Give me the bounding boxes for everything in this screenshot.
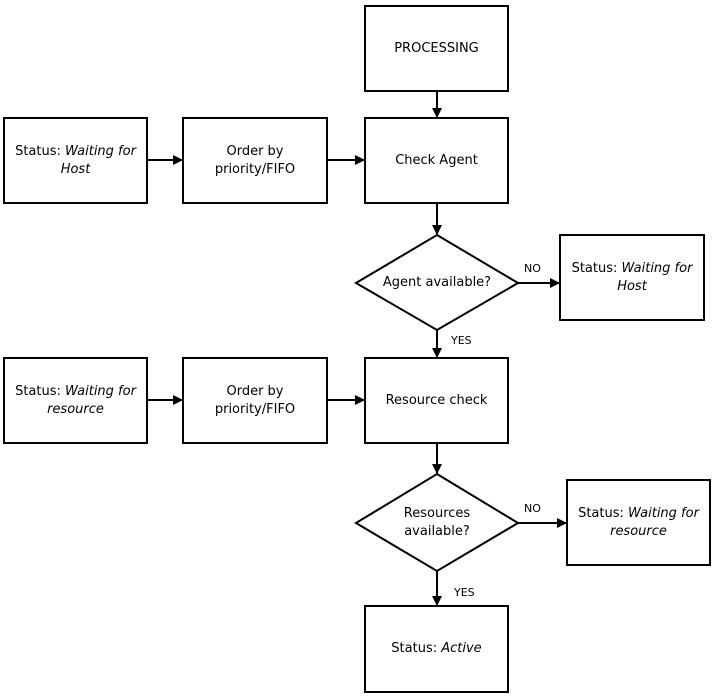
agent-no-label: NO bbox=[524, 262, 541, 275]
agent-available-label: Agent available? bbox=[382, 275, 492, 290]
order-priority-fifo-label-2: Order by priority/FIFO bbox=[214, 383, 296, 417]
status-active-label: Status: Active bbox=[391, 640, 481, 658]
status-prefix: Status: bbox=[15, 383, 65, 399]
order-priority-fifo-label-1: Order by priority/FIFO bbox=[214, 143, 296, 177]
check-agent-box: Check Agent bbox=[364, 117, 509, 204]
status-value: Waiting for resource bbox=[610, 505, 699, 539]
order-priority-fifo-box-1: Order by priority/FIFO bbox=[182, 117, 328, 204]
status-waiting-host-left-box: Status: Waiting for Host bbox=[3, 117, 148, 204]
check-agent-label: Check Agent bbox=[395, 152, 478, 168]
resources-yes-label: YES bbox=[454, 586, 475, 599]
agent-yes-label: YES bbox=[451, 334, 472, 347]
resources-available-label: Resources available? bbox=[403, 506, 471, 539]
status-value: Waiting for resource bbox=[47, 383, 136, 417]
status-waiting-host-right-box: Status: Waiting for Host bbox=[559, 234, 705, 321]
status-active-box: Status: Active bbox=[364, 605, 509, 693]
resource-check-box: Resource check bbox=[364, 357, 509, 444]
status-prefix: Status: bbox=[578, 505, 628, 521]
status-waiting-resource-left-box: Status: Waiting for resource bbox=[3, 357, 148, 444]
status-value: Active bbox=[441, 641, 482, 656]
processing-label: PROCESSING bbox=[394, 40, 479, 56]
status-waiting-host-right-label: Status: Waiting for Host bbox=[567, 260, 697, 296]
resource-check-label: Resource check bbox=[385, 392, 488, 408]
status-value: Waiting for Host bbox=[617, 260, 693, 294]
status-waiting-resource-right-box: Status: Waiting for resource bbox=[566, 479, 711, 566]
processing-box: PROCESSING bbox=[364, 5, 509, 92]
status-value: Waiting for Host bbox=[60, 143, 136, 177]
status-prefix: Status: bbox=[15, 143, 65, 159]
status-prefix: Status: bbox=[571, 260, 622, 276]
status-waiting-resource-left-label: Status: Waiting for resource bbox=[11, 383, 140, 419]
status-prefix: Status: bbox=[391, 641, 442, 656]
status-waiting-resource-right-label: Status: Waiting for resource bbox=[574, 505, 703, 541]
order-priority-fifo-box-2: Order by priority/FIFO bbox=[182, 357, 328, 444]
resources-no-label: NO bbox=[524, 502, 541, 515]
status-waiting-host-left-label: Status: Waiting for Host bbox=[11, 143, 140, 179]
